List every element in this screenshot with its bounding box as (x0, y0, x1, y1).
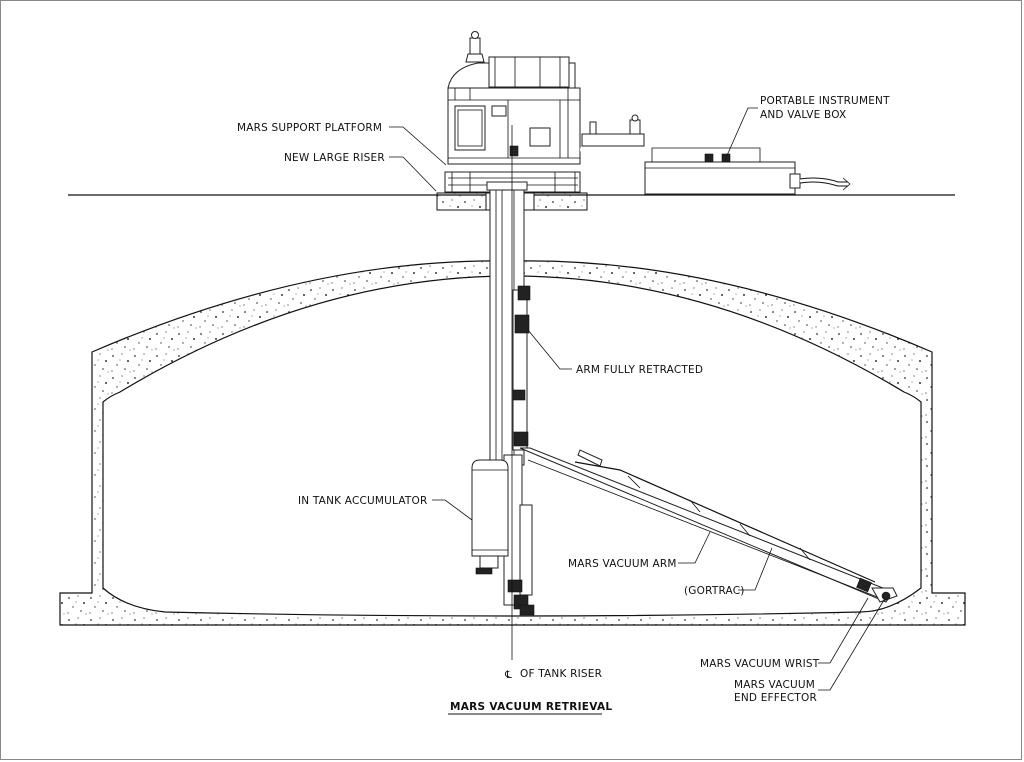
label-support-platform: MARS SUPPORT PLATFORM (237, 122, 382, 134)
diagram-title: MARS VACUUM RETRIEVAL (450, 701, 612, 713)
label-instrument-box-line2: AND VALVE BOX (760, 109, 846, 121)
label-vacuum-arm: MARS VACUUM ARM (568, 558, 677, 570)
label-arm-retracted: ARM FULLY RETRACTED (576, 364, 703, 376)
leader-instrument-box (724, 107, 758, 161)
label-riser-centerline: OF TANK RISER (520, 668, 602, 680)
leader-accumulator (432, 499, 473, 521)
label-wrist: MARS VACUUM WRIST (700, 658, 820, 670)
leader-gortrac (738, 547, 773, 591)
label-end-effector-line1: MARS VACUUM (734, 679, 815, 691)
leader-arm-retracted (527, 329, 572, 370)
mars-housing (447, 31, 581, 165)
instrument-valve-box (581, 114, 851, 195)
vacuum-arm-extended (519, 447, 898, 603)
arm-bottom-joint (507, 579, 535, 616)
label-centerline-symbol: ℄ (504, 669, 512, 681)
leader-wrist (818, 597, 869, 664)
label-accumulator: IN TANK ACCUMULATOR (298, 495, 427, 507)
retracted-arm (512, 285, 531, 451)
label-new-riser: NEW LARGE RISER (284, 152, 385, 164)
leader-vacuum-arm (678, 531, 711, 564)
leader-end-effector (818, 599, 885, 691)
leader-new-riser (389, 156, 437, 192)
leader-support-platform (389, 126, 447, 166)
label-instrument-box-line1: PORTABLE INSTRUMENT (760, 95, 890, 107)
label-end-effector-line2: END EFFECTOR (734, 692, 817, 704)
accumulator-tank (471, 459, 509, 575)
label-gortrac: (GORTRAC) (684, 585, 745, 597)
